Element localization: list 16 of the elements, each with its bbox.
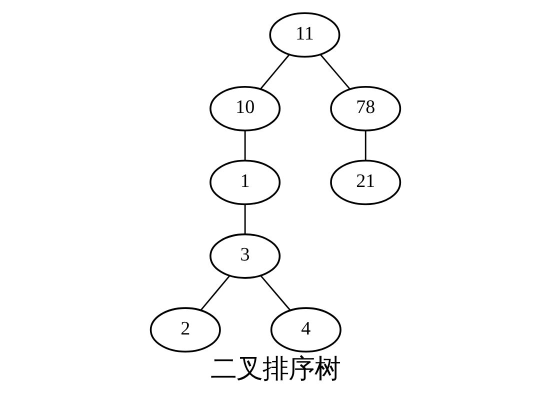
connector [244, 130, 246, 160]
node-ellipse: 78 [330, 86, 402, 132]
connector [260, 54, 290, 90]
node-ellipse: 10 [210, 86, 281, 132]
connector [260, 275, 291, 311]
connector [200, 276, 230, 310]
connector [320, 54, 350, 90]
node-ellipse: 11 [269, 12, 340, 58]
connector [244, 204, 246, 234]
caption: 二叉排序树 [210, 354, 340, 384]
node-ellipse: 21 [330, 160, 402, 206]
connector [364, 130, 366, 160]
node-ellipse: 3 [210, 233, 281, 279]
node-ellipse: 2 [150, 307, 221, 353]
node-ellipse: 1 [210, 160, 281, 206]
node-ellipse: 4 [270, 307, 342, 353]
